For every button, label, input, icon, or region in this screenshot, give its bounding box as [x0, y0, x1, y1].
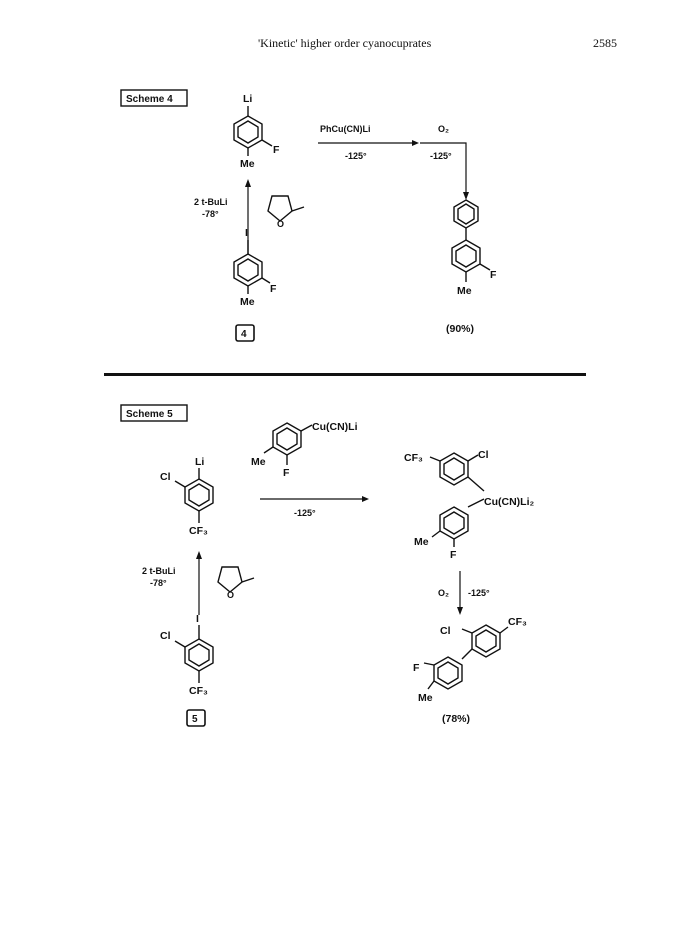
- lithio-me-label: Me: [240, 158, 255, 170]
- step-temp: -125°: [294, 508, 316, 518]
- compound-4-box: [235, 324, 255, 342]
- biaryl-product-4: F Me: [451, 199, 497, 297]
- iodo5-i-label: I: [196, 613, 199, 625]
- cuprate-temp: -125°: [345, 151, 367, 161]
- reagent5-temp: -78°: [150, 578, 167, 588]
- oxidant-temp: -125°: [430, 151, 452, 161]
- iodo-arene-4: I F Me: [233, 227, 277, 308]
- product-me-label: Me: [457, 285, 472, 297]
- yield-4: (90%): [446, 323, 474, 335]
- methyl-thf-5: O: [217, 566, 255, 600]
- product5-me-label: Me: [418, 692, 433, 704]
- product5-cf3-label: CF₃: [508, 616, 527, 628]
- lithio-arene-4: Li F Me: [233, 93, 280, 170]
- iodo5-cf3-label: CF₃: [189, 685, 208, 697]
- inter-cu-label: Cu(CN)Li₂: [484, 496, 534, 508]
- inter-me-label: Me: [414, 536, 429, 548]
- scheme-4: Scheme 4 Li F Me PhCu(CN)Li -125° O₂ -12…: [120, 89, 497, 342]
- biaryl-product-5: CF₃ Cl F Me: [413, 616, 527, 704]
- methyl-thf: O: [267, 195, 305, 229]
- oxidant5-temp: -125°: [468, 588, 490, 598]
- page-header: 'Kinetic' higher order cyanocuprates 258…: [0, 36, 680, 56]
- iodo5-cl-label: Cl: [160, 630, 171, 642]
- cuprate-reagent: PhCu(CN)Li: [320, 124, 371, 134]
- cuprate-me-label: Me: [251, 456, 266, 468]
- mixed-cuprate-intermediate: CF₃ Cl Cu(CN)Li₂ Me F: [404, 449, 534, 561]
- product5-cl-label: Cl: [440, 625, 451, 637]
- lithio5-cl-label: Cl: [160, 471, 171, 483]
- scheme-5-label: Scheme 5: [126, 409, 173, 420]
- svg-text:O: O: [277, 219, 284, 229]
- reagent5-label: 2 t-BuLi: [142, 566, 176, 576]
- compound-4-number: 4: [241, 329, 247, 340]
- iodo-me-label: Me: [240, 296, 255, 308]
- oxidant5-label: O₂: [438, 588, 449, 598]
- inter-cl-label: Cl: [478, 449, 489, 461]
- lithio-arene-5: Li Cl CF₃: [160, 456, 214, 537]
- iodo-f-label: F: [270, 283, 277, 295]
- cuprate-group-label: Cu(CN)Li: [312, 421, 358, 433]
- scheme-divider: [104, 373, 586, 376]
- arrow-oxidation-step: [420, 142, 467, 192]
- compound-5-box: [186, 709, 206, 727]
- lithio-f-label: F: [273, 144, 280, 156]
- svg-text:O: O: [227, 590, 234, 600]
- scheme-4-label: Scheme 4: [126, 94, 173, 105]
- oxidant-label: O₂: [438, 124, 449, 134]
- reagent-temp: -78°: [202, 209, 219, 219]
- scheme-5: Scheme 5 Li Cl CF₃ Cu(CN)Li Me F -125° C…: [120, 404, 534, 727]
- yield-5: (78%): [442, 713, 470, 725]
- page-number: 2585: [593, 36, 617, 50]
- compound-5-number: 5: [192, 714, 198, 725]
- iodo-arene-5: I Cl CF₃: [160, 613, 214, 697]
- product-f-label: F: [490, 269, 497, 281]
- scheme-4-label-box: [120, 89, 188, 107]
- inter-cf3-label: CF₃: [404, 452, 423, 464]
- cuprate-f-label: F: [283, 467, 290, 479]
- lithio5-cf3-label: CF₃: [189, 525, 208, 537]
- scheme-5-label-box: [120, 404, 188, 422]
- product5-f-label: F: [413, 662, 420, 674]
- reagent-label: 2 t-BuLi: [194, 197, 228, 207]
- iodo-i-label: I: [245, 227, 248, 239]
- aryl-cuprate-reagent: Cu(CN)Li Me F: [251, 421, 358, 479]
- lithio-li-label: Li: [243, 93, 252, 105]
- lithio5-li-label: Li: [195, 456, 204, 468]
- running-title: 'Kinetic' higher order cyanocuprates: [258, 36, 432, 50]
- inter-f-label: F: [450, 549, 457, 561]
